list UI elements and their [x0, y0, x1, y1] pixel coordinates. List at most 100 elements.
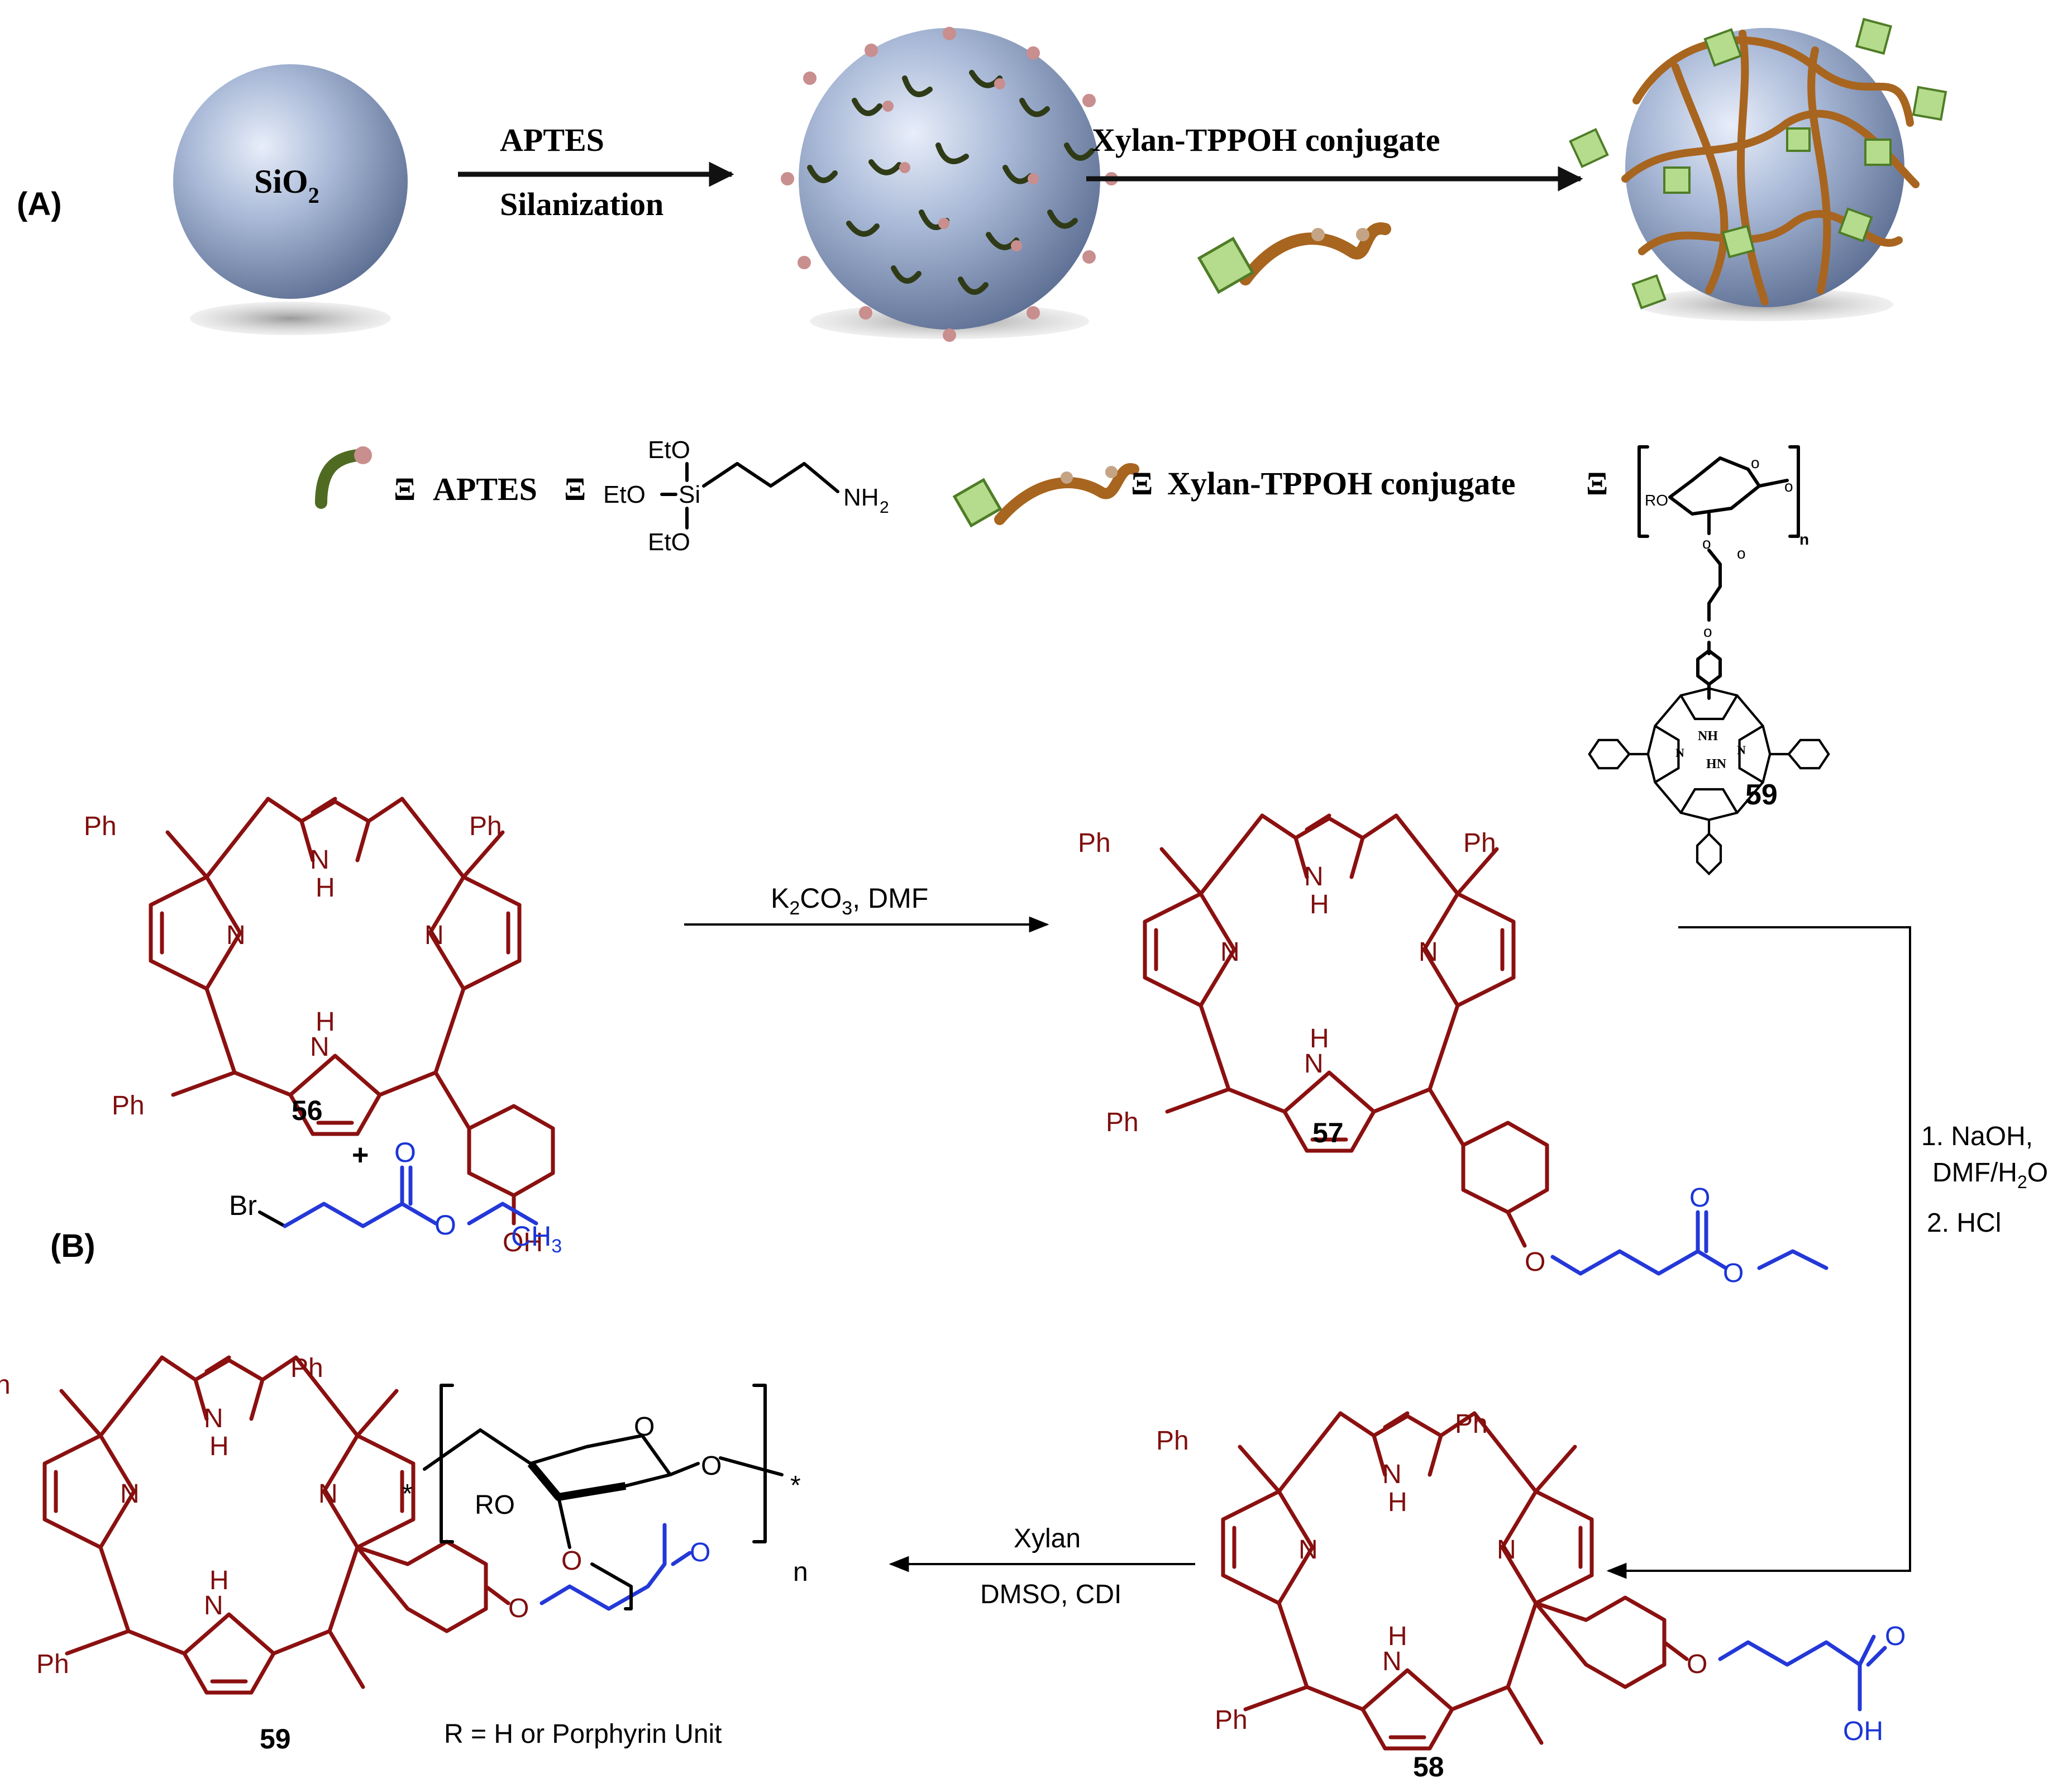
panel-a-label: (A) — [17, 186, 62, 222]
svg-text:Ph: Ph — [0, 1370, 11, 1400]
svg-text:Br: Br — [229, 1190, 257, 1221]
svg-text:N: N — [1382, 1460, 1402, 1489]
reagent-alkylation: K2CO3, DMF — [771, 883, 928, 919]
svg-text:Ph: Ph — [1156, 1426, 1189, 1456]
svg-text:Si: Si — [679, 481, 700, 508]
svg-text:*: * — [402, 1479, 413, 1509]
svg-text:H: H — [209, 1432, 229, 1461]
svg-text:O: O — [1687, 1650, 1707, 1679]
svg-text:N: N — [310, 845, 330, 875]
svg-text:Ph: Ph — [290, 1353, 323, 1383]
bromo-ester-structure: Br O O CH3 — [229, 1137, 562, 1257]
svg-text:N: N — [120, 1479, 140, 1509]
silica-sphere — [173, 64, 408, 299]
plus-sign: + — [352, 1139, 369, 1171]
svg-text:O: O — [394, 1137, 416, 1168]
compound-56-label: 56 — [292, 1095, 323, 1126]
aptes-sphere — [799, 28, 1100, 330]
svg-text:N: N — [1497, 1535, 1516, 1565]
svg-text:o: o — [1737, 545, 1746, 562]
conjugate-icon — [1197, 222, 1391, 294]
svg-text:o: o — [1751, 454, 1760, 471]
conjugate-structure-small: RO o o n o o o NH HN N N — [1588, 445, 1830, 876]
svg-text:O: O — [1723, 1259, 1744, 1288]
sphere-shadow — [190, 302, 391, 335]
legend-conjugate-label: Xylan-TPPOH conjugate — [1167, 465, 1515, 502]
svg-text:Ph: Ph — [84, 812, 117, 841]
aptes-strands — [807, 70, 1095, 295]
svg-text:Ph: Ph — [1455, 1409, 1488, 1439]
svg-text:N: N — [1304, 862, 1324, 892]
legend-equiv-1: Ξ — [394, 471, 416, 507]
compound-59-label: 59 — [260, 1723, 291, 1755]
svg-text:RO: RO — [1645, 492, 1668, 509]
svg-text:N: N — [1220, 937, 1240, 967]
aptes-amines — [781, 27, 1118, 342]
step1-top-label: APTES — [500, 122, 604, 158]
legend-conjugate-icon — [952, 463, 1139, 528]
compound-57-structure: Ph Ph Ph N H N N H N O O O — [1078, 816, 1828, 1288]
svg-text:O: O — [508, 1594, 529, 1623]
svg-text:HN: HN — [1706, 757, 1727, 771]
svg-text:RO: RO — [475, 1490, 515, 1520]
svg-text:NH: NH — [843, 484, 879, 511]
svg-text:EtO: EtO — [603, 481, 646, 508]
svg-text:N: N — [310, 1032, 330, 1062]
compound-56-structure: Ph Ph Ph N H N N H N OH — [84, 799, 555, 1257]
reagent-hydrolysis-3: 2. HCl — [1927, 1208, 2001, 1238]
legend-equiv-3: Ξ — [1131, 465, 1153, 502]
svg-text:H: H — [1388, 1622, 1407, 1651]
legend-aptes-strand — [315, 446, 372, 509]
legend-equiv-4: Ξ — [1586, 465, 1608, 502]
svg-text:Ph: Ph — [1215, 1705, 1248, 1735]
svg-text:NH: NH — [1698, 729, 1718, 744]
compound-57-label: 57 — [1312, 1117, 1344, 1148]
svg-text:n: n — [793, 1557, 808, 1587]
svg-text:O: O — [634, 1412, 655, 1442]
panel-b-label: (B) — [50, 1228, 96, 1264]
svg-text:N: N — [1675, 746, 1684, 760]
svg-text:N: N — [1382, 1647, 1402, 1676]
reagent-hydrolysis-1: 1. NaOH, — [1921, 1122, 2033, 1151]
svg-text:O: O — [1689, 1183, 1710, 1213]
svg-text:N: N — [1304, 1049, 1324, 1079]
reagent-esterification-1: Xylan — [1014, 1524, 1081, 1553]
svg-text:H: H — [1388, 1488, 1407, 1517]
xylan-repeat-unit: O O O RO * * n — [402, 1384, 808, 1610]
svg-text:O: O — [1885, 1622, 1906, 1651]
svg-text:H: H — [209, 1566, 229, 1595]
svg-text:N: N — [1298, 1535, 1318, 1565]
svg-text:o: o — [1703, 623, 1712, 640]
reagent-hydrolysis-2: DMF/H2O — [1932, 1158, 2048, 1192]
r-definition: R = H or Porphyrin Unit — [444, 1719, 722, 1749]
svg-text:EtO: EtO — [648, 436, 690, 464]
svg-text:O: O — [690, 1538, 710, 1567]
reagent-esterification-2: DMSO, CDI — [980, 1580, 1121, 1609]
svg-text:CH3: CH3 — [511, 1221, 562, 1257]
svg-text:O: O — [435, 1209, 456, 1241]
svg-text:Ph: Ph — [36, 1650, 69, 1679]
step1-bottom-label: Silanization — [500, 186, 663, 222]
svg-text:o: o — [1784, 478, 1793, 495]
svg-text:H: H — [316, 873, 335, 903]
svg-text:Ph: Ph — [1106, 1108, 1139, 1137]
svg-text:2: 2 — [880, 498, 889, 517]
svg-text:Ph: Ph — [469, 812, 502, 841]
svg-text:N: N — [1419, 937, 1438, 967]
svg-text:N: N — [1737, 743, 1746, 757]
svg-text:o: o — [1702, 535, 1711, 552]
svg-text:O: O — [561, 1546, 582, 1576]
svg-text:N: N — [204, 1404, 223, 1433]
compound-58-structure: Ph Ph Ph N H N N H N O O OH — [1156, 1409, 1906, 1748]
svg-text:Ph: Ph — [1463, 828, 1496, 858]
svg-text:EtO: EtO — [648, 528, 690, 556]
svg-text:O: O — [701, 1451, 722, 1481]
svg-text:Ph: Ph — [112, 1091, 145, 1121]
svg-text:N: N — [318, 1479, 338, 1509]
svg-text:OH: OH — [503, 1228, 543, 1257]
svg-text:Ph: Ph — [1078, 828, 1111, 858]
compound-58-label: 58 — [1413, 1751, 1444, 1783]
aptes-structure: EtO EtO Si EtO NH 2 — [603, 436, 889, 556]
porphyrin-tags — [1569, 17, 1947, 309]
